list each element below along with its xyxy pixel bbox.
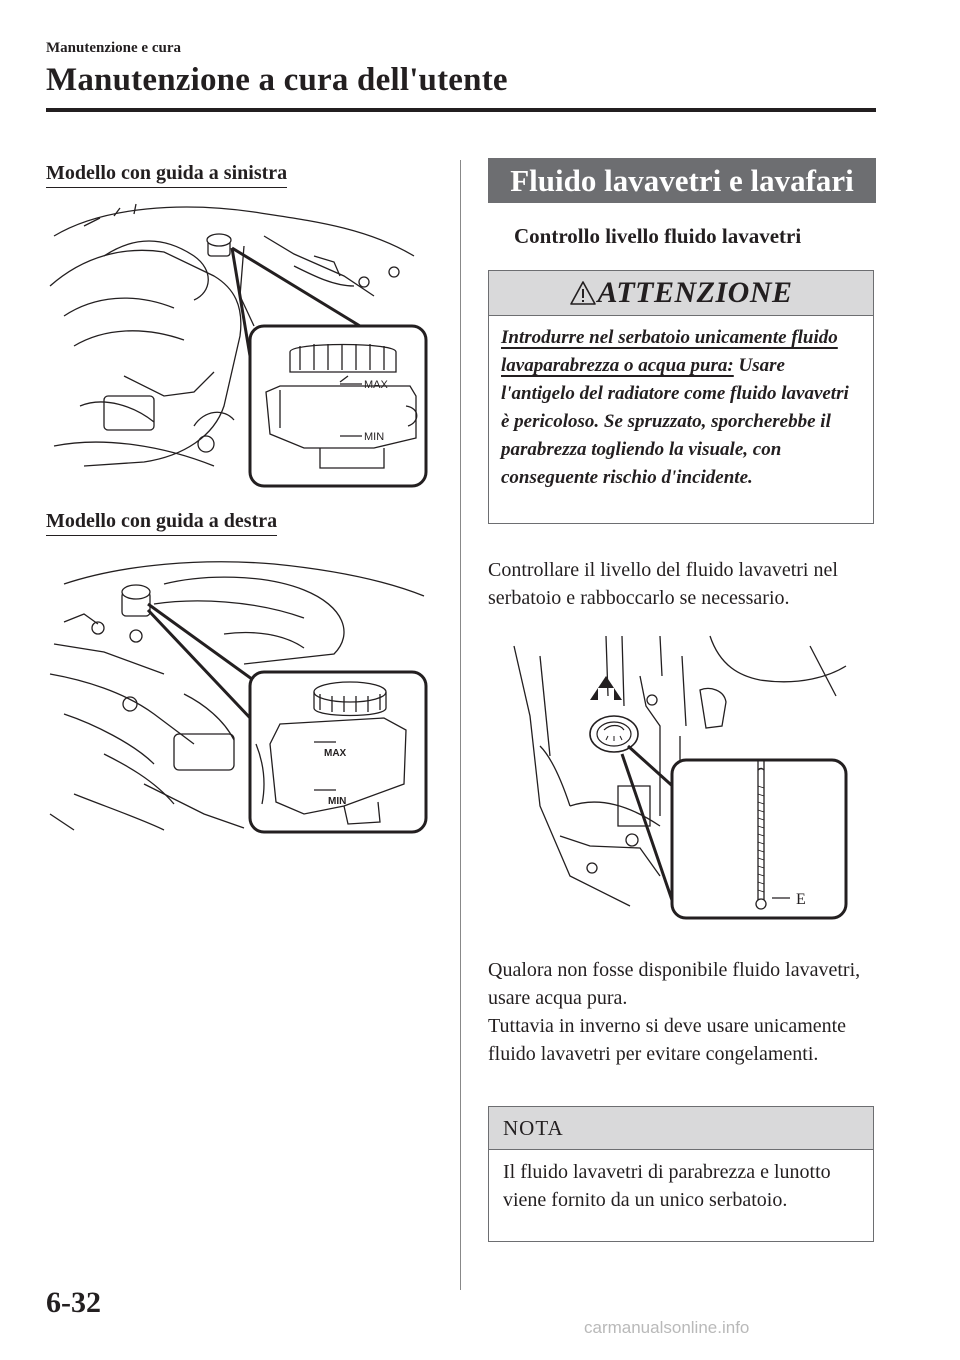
header-rule	[46, 108, 876, 112]
watermark: carmanualsonline.info	[584, 1318, 750, 1337]
note-box: NOTA Il fluido lavavetri di parabrezza e…	[488, 1106, 874, 1242]
warning-text: Usare l'antigelo del radiatore come flui…	[501, 355, 849, 488]
warning-body: Introdurre nel serbatoio unicamente flui…	[489, 316, 873, 492]
warning-title: ATTENZIONE	[597, 276, 793, 309]
rhd-heading: Modello con guida a destra	[46, 510, 278, 536]
lhd-max-label: MAX	[364, 379, 389, 391]
subsection-title: Controllo livello fluido lavavetri	[514, 224, 802, 248]
washer-e-label: E	[796, 891, 806, 908]
warning-header: ATTENZIONE	[489, 271, 873, 316]
paragraph-check-level: Controllare il livello del fluido lavave…	[488, 559, 838, 609]
lhd-engine-figure: MAX MIN	[49, 203, 428, 488]
rhd-max-label: MAX	[324, 748, 347, 759]
note-title: NOTA	[489, 1107, 873, 1150]
lhd-heading-wrap: Modello con guida a sinistra	[46, 162, 288, 188]
paragraph-water-alternative: Qualora non fosse disponibile fluido lav…	[488, 959, 861, 1009]
page-title: Manutenzione a cura dell'utente	[46, 62, 508, 98]
note-text: Il fluido lavavetri di parabrezza e luno…	[503, 1161, 831, 1211]
lhd-heading: Modello con guida a sinistra	[46, 162, 288, 188]
warning-box: ATTENZIONE Introdurre nel serbatoio unic…	[488, 270, 874, 524]
washer-reservoir-figure: E	[513, 635, 848, 920]
section-title: Fluido lavavetri e lavafari	[488, 158, 876, 203]
page-number: 6-32	[46, 1286, 101, 1319]
column-divider	[460, 160, 461, 1290]
rhd-engine-figure: MAX MIN	[49, 561, 428, 834]
rhd-min-label: MIN	[328, 796, 346, 807]
warning-emphasis: Introdurre nel serbatoio unicamente flui…	[501, 327, 838, 376]
rhd-heading-wrap: Modello con guida a destra	[46, 510, 278, 536]
chapter-name: Manutenzione e cura	[46, 40, 181, 56]
warning-triangle-icon	[570, 281, 597, 305]
lhd-min-label: MIN	[364, 431, 384, 443]
paragraph-winter: Tuttavia in inverno si deve usare unicam…	[488, 1015, 847, 1065]
